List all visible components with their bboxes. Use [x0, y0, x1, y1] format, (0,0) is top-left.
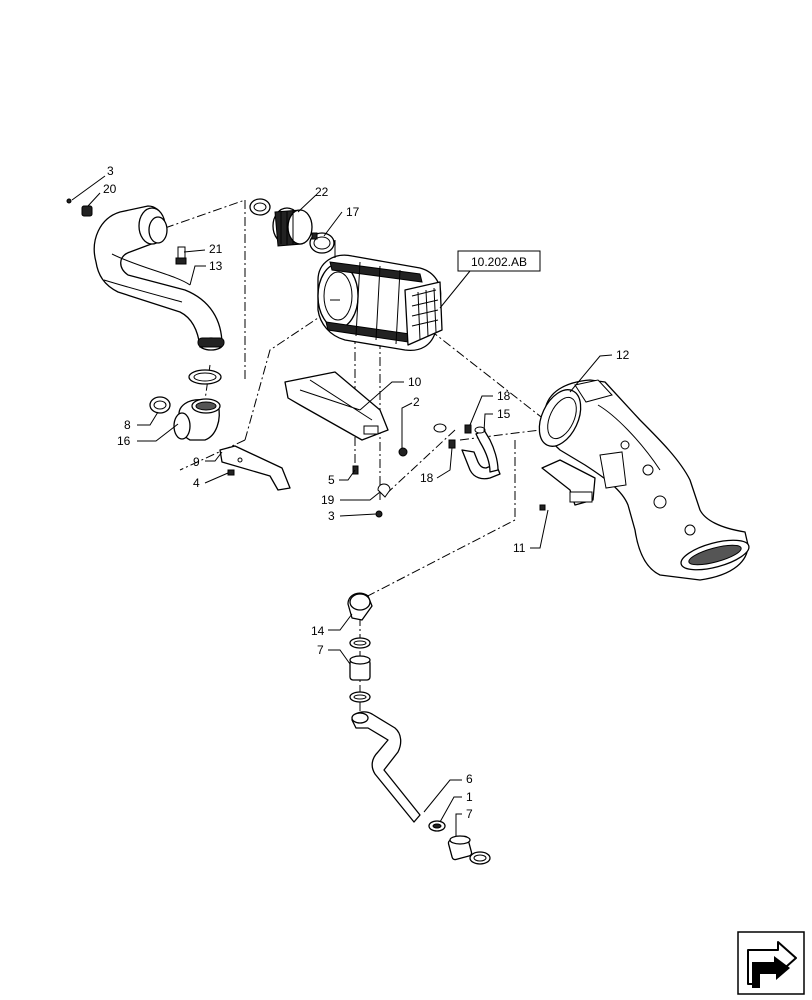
callout-9: 9: [193, 455, 200, 469]
callout-12: 12: [616, 348, 630, 362]
coupler-part-7-upper: [349, 655, 371, 681]
air-cleaner-housing: [317, 240, 443, 352]
callout-11: 11: [513, 541, 526, 555]
reference-box-label: 10.202.AB: [471, 255, 527, 269]
elbow-part-16: [173, 398, 221, 441]
coupler-part-7-lower: [447, 835, 473, 861]
callout-10: 10: [408, 375, 422, 389]
nut-part-2: [398, 447, 408, 457]
leader-lines: [71, 175, 613, 836]
bracket-part-9: [219, 445, 291, 491]
clamp-part-8: [149, 396, 171, 414]
callout-17: 17: [346, 205, 360, 219]
callout-16: 16: [117, 434, 131, 448]
callout-1: 1: [466, 790, 473, 804]
callout-labels: 3 20 21 13 22 17 12 10 2 18 15 18 8 16 9…: [103, 164, 630, 821]
fitting-part-20: [66, 198, 93, 217]
callout-8: 8: [124, 418, 131, 432]
reference-box[interactable]: 10.202.AB: [439, 250, 541, 309]
callout-4: 4: [193, 476, 200, 490]
clamp-part-upper-lower: [349, 637, 371, 649]
callout-6: 6: [466, 772, 473, 786]
elbow-part-14: [347, 592, 373, 621]
callout-14: 14: [311, 624, 325, 638]
callout-3-bottom: 3: [328, 509, 335, 523]
bolt-part-5: [352, 465, 359, 475]
clip-part-19: [377, 483, 391, 498]
callout-21: 21: [209, 242, 223, 256]
clamp-part-17: [309, 232, 335, 254]
next-page-arrow-icon[interactable]: [737, 931, 805, 995]
callout-18-lower: 18: [420, 471, 434, 485]
clamp-upper: [249, 198, 271, 216]
nut-part-3-lower: [375, 510, 383, 518]
hose-part-6: [351, 711, 421, 823]
callout-13: 13: [209, 259, 223, 273]
clamp-mid: [188, 369, 222, 385]
bracket-part-11: [539, 459, 596, 511]
callout-19: 19: [321, 493, 335, 507]
callout-15: 15: [497, 407, 511, 421]
clamp-part-7-lower: [349, 691, 371, 703]
bolt-part-4: [227, 469, 235, 476]
callout-20: 20: [103, 182, 117, 196]
callout-18-upper: 18: [497, 389, 511, 403]
callout-7-upper: 7: [317, 643, 324, 657]
washer: [433, 423, 447, 433]
callout-22: 22: [315, 185, 329, 199]
sensor-part-21: [175, 246, 187, 265]
bracket-part-10: [284, 371, 389, 441]
fitting-part-18-lower: [448, 439, 456, 449]
callout-3-top: 3: [107, 164, 114, 178]
pipe-part-15: [461, 426, 501, 480]
hose-part-22: [272, 207, 313, 247]
callout-5: 5: [328, 473, 335, 487]
fitting-part-18-upper: [464, 424, 472, 434]
callout-2: 2: [413, 395, 420, 409]
intake-tube-part-13: [93, 205, 225, 351]
clamp-part-1: [428, 820, 446, 832]
duct-part-12: [538, 379, 750, 581]
clamp-part-bottom: [469, 851, 491, 865]
callout-7-lower: 7: [466, 807, 473, 821]
